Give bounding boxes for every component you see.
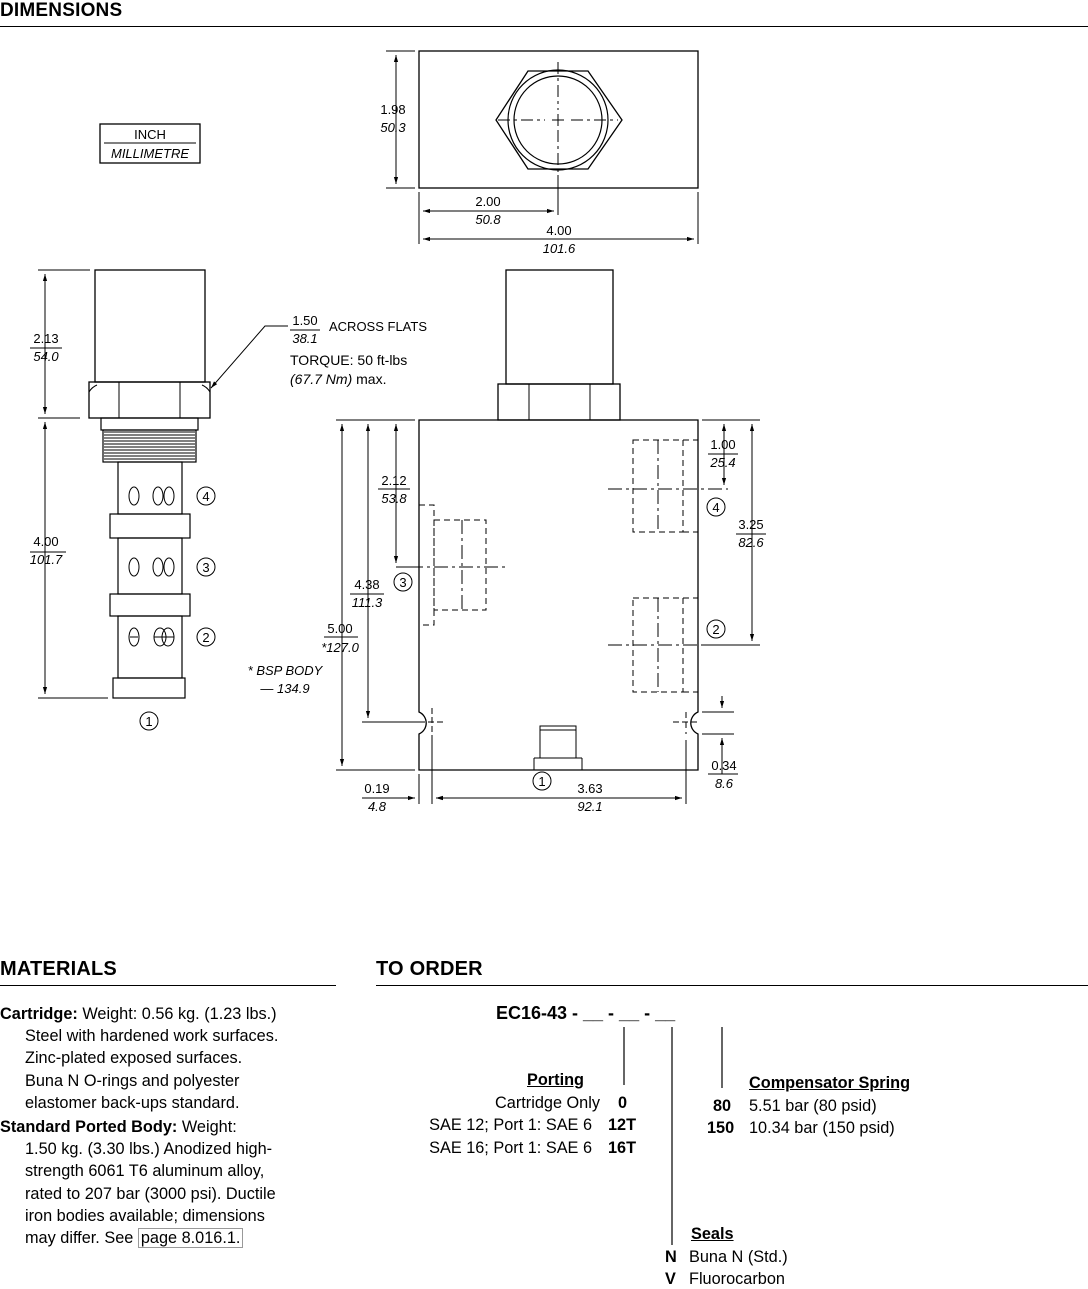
units-legend <box>99 123 201 164</box>
porting-row-0: Cartridge Only <box>495 1094 600 1112</box>
seals-code-0: N <box>665 1248 677 1266</box>
page-reference-link[interactable]: page 8.016.1. <box>137 1228 244 1249</box>
torque-max: max. <box>352 371 386 387</box>
seals-title: Seals <box>691 1225 734 1243</box>
body-port-1: 1 <box>538 774 545 789</box>
dim-500-mm: *127.0 <box>321 640 359 655</box>
dim-363-in: 3.63 <box>577 781 602 796</box>
dim-034-mm: 8.6 <box>715 776 734 791</box>
spring-row-0: 5.51 bar (80 psid) <box>749 1097 877 1115</box>
cart-port-1: 1 <box>145 714 152 729</box>
porting-title: Porting <box>527 1071 584 1089</box>
dim-top-width-mm: 101.6 <box>543 241 576 256</box>
to-order-rule <box>376 985 1088 986</box>
dim-363-mm: 92.1 <box>577 799 602 814</box>
dim-212-in: 2.12 <box>381 473 406 488</box>
materials-body-line: rated to 207 bar (3000 psi). Ductile <box>25 1184 276 1203</box>
body-port-3: 3 <box>399 575 406 590</box>
materials-body: Standard Ported Body: Weight: 1.50 kg. (… <box>0 1116 340 1249</box>
top-view <box>386 50 699 244</box>
body-port-2: 2 <box>712 622 719 637</box>
dim-019-in: 0.19 <box>364 781 389 796</box>
dimension-drawing: INCH MILLIMETRE 1.98 50.3 2.00 50.8 4.00… <box>30 50 766 814</box>
legend-inch: INCH <box>134 127 166 142</box>
dimensions-title: DIMENSIONS <box>0 0 123 21</box>
dim-top-center-in: 2.00 <box>475 194 500 209</box>
dim-top-width-in: 4.00 <box>546 223 571 238</box>
seals-row-0: Buna N (Std.) <box>689 1248 788 1266</box>
materials-body-weight: Weight: <box>177 1118 237 1137</box>
cart-port-3: 3 <box>202 560 209 575</box>
dim-500-in: 5.00 <box>327 621 352 636</box>
porting-code-1: 12T <box>608 1116 637 1134</box>
dim-top-center-mm: 50.8 <box>475 212 501 227</box>
dim-cart-top-mm: 54.0 <box>33 349 59 364</box>
dim-flats-in: 1.50 <box>292 313 317 328</box>
porting-row-2: SAE 16; Port 1: SAE 6 <box>429 1139 592 1157</box>
dim-100-in: 1.00 <box>710 437 735 452</box>
to-order-title: TO ORDER <box>376 958 483 980</box>
dim-100-mm: 25.4 <box>709 455 735 470</box>
bsp-body-value: — 134.9 <box>259 681 309 696</box>
porting-row-1: SAE 12; Port 1: SAE 6 <box>429 1116 592 1134</box>
dim-top-height-mm: 50.3 <box>380 120 406 135</box>
materials-rule <box>0 985 336 986</box>
seals-code-1: V <box>665 1270 676 1288</box>
spring-title: Compensator Spring <box>749 1074 911 1092</box>
dim-cart-top-in: 2.13 <box>33 331 58 346</box>
body-drawing <box>324 269 766 804</box>
materials-cartridge-line: Buna N O-rings and polyester <box>25 1071 240 1090</box>
porting-code-0: 0 <box>618 1094 628 1112</box>
dim-cart-body-in: 4.00 <box>33 534 58 549</box>
materials-cartridge-line: Steel with hardened work surfaces. <box>25 1027 279 1046</box>
dim-019-mm: 4.8 <box>368 799 387 814</box>
materials-cartridge-line: Zinc-plated exposed surfaces. <box>25 1049 243 1068</box>
dim-flats-mm: 38.1 <box>292 331 317 346</box>
port-circles <box>139 486 726 791</box>
spring-code-1: 150 <box>707 1119 735 1137</box>
materials-body-line: iron bodies available; dimensions <box>25 1206 265 1225</box>
legend-millimetre: MILLIMETRE <box>111 146 189 161</box>
materials-cartridge-head: Cartridge: <box>0 1005 78 1023</box>
dim-325-mm: 82.6 <box>738 535 764 550</box>
materials-cartridge: Cartridge: Weight: 0.56 kg. (1.23 lbs.) … <box>0 1003 340 1114</box>
seals-row-1: Fluorocarbon <box>689 1270 785 1288</box>
materials-text: Cartridge: Weight: 0.56 kg. (1.23 lbs.) … <box>0 1003 340 1251</box>
torque-line1: TORQUE: 50 ft-lbs <box>290 352 407 368</box>
dim-top-height-in: 1.98 <box>380 102 405 117</box>
materials-body-line: 1.50 kg. (3.30 lbs.) Anodized high- <box>25 1140 273 1159</box>
materials-cartridge-weight: Weight: 0.56 kg. (1.23 lbs.) <box>77 1005 277 1023</box>
model-code: EC16-43 - __ - __ - __ <box>496 1003 676 1023</box>
spring-row-1: 10.34 bar (150 psid) <box>749 1119 895 1137</box>
spring-code-0: 80 <box>713 1097 732 1115</box>
across-flats-label: ACROSS FLATS <box>329 319 427 334</box>
dim-325-in: 3.25 <box>738 517 763 532</box>
bsp-body-label: * BSP BODY <box>248 663 324 678</box>
porting-code-2: 16T <box>608 1139 637 1157</box>
materials-body-last: may differ. See <box>25 1229 138 1248</box>
dimensions-rule <box>0 26 1088 27</box>
materials-body-line: strength 6061 T6 aluminum alloy, <box>25 1162 265 1181</box>
materials-body-head: Standard Ported Body: <box>0 1118 178 1137</box>
dim-cart-body-mm: 101.7 <box>30 552 63 567</box>
cart-port-2: 2 <box>202 630 209 645</box>
materials-title: MATERIALS <box>0 958 117 980</box>
cartridge-drawing <box>30 269 320 699</box>
materials-cartridge-line: elastomer back-ups standard. <box>25 1093 240 1112</box>
cart-port-4: 4 <box>202 489 209 504</box>
torque-line2: (67.7 Nm) max. <box>290 371 386 387</box>
dim-438-mm: 111.3 <box>352 595 383 610</box>
torque-nm: (67.7 Nm) <box>290 371 352 387</box>
dim-034-in: 0.34 <box>711 758 736 773</box>
dim-212-mm: 53.8 <box>381 491 407 506</box>
body-port-4: 4 <box>712 500 719 515</box>
dim-438-in: 4.38 <box>354 577 379 592</box>
